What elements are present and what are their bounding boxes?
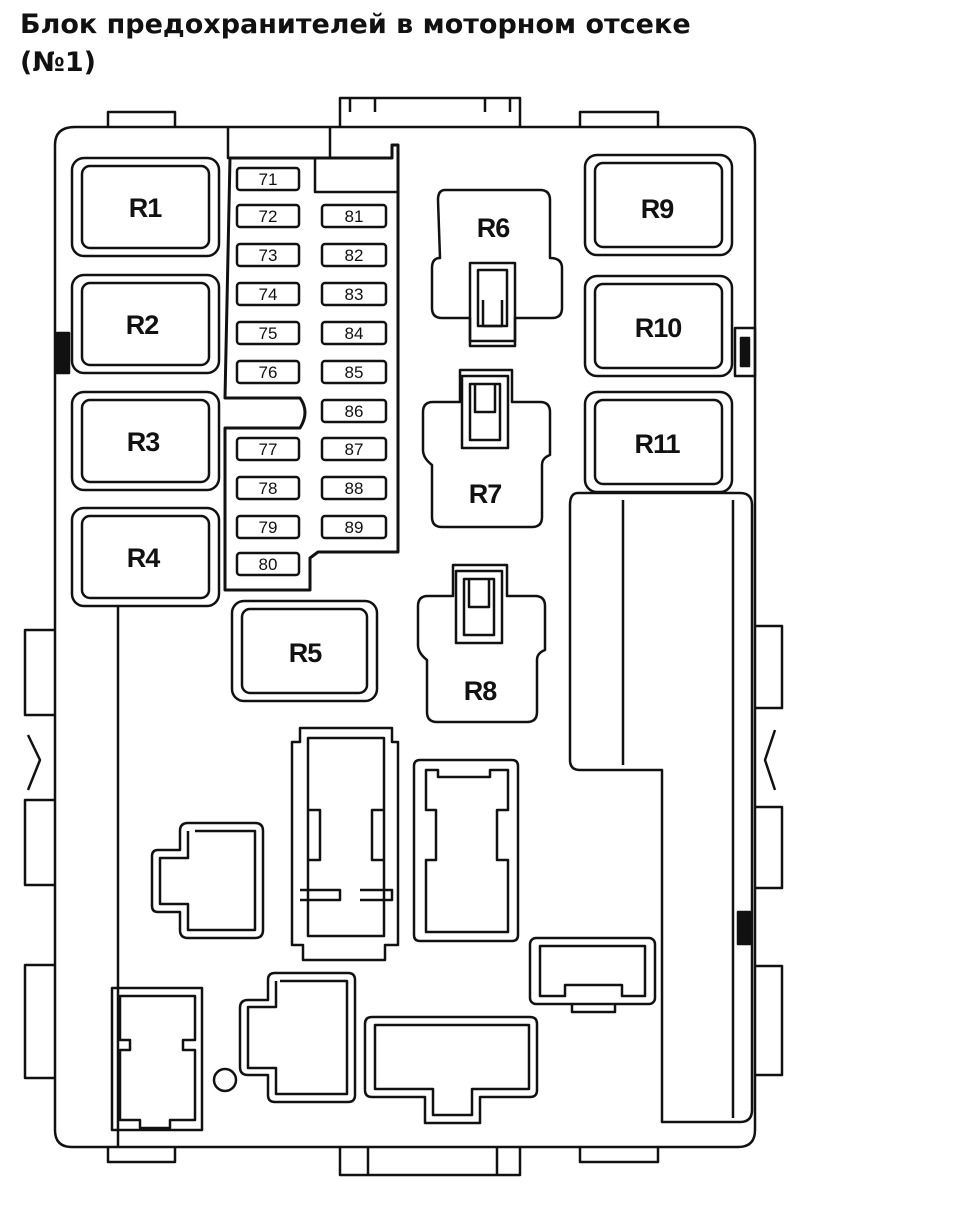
fuse-label-79: 79	[259, 518, 278, 537]
connector-bottom-mid	[238, 971, 357, 1104]
fuse-label-75: 75	[259, 324, 278, 343]
relay-label-r10: R10	[635, 313, 682, 343]
relay-label-r1: R1	[129, 193, 162, 223]
fuse-box-housing	[23, 96, 784, 1177]
relay-r8	[416, 563, 547, 724]
fuse-label-76: 76	[259, 363, 278, 382]
fuse-slots-left-upper	[235, 166, 301, 385]
fuse-label-84: 84	[345, 324, 364, 343]
fuse-label-83: 83	[345, 285, 364, 304]
relay-label-r4: R4	[127, 543, 160, 573]
fuse-slots-left-lower	[235, 436, 301, 577]
fuse-label-89: 89	[345, 518, 364, 537]
relay-label-r5: R5	[289, 638, 322, 668]
fuse-label-80: 80	[259, 555, 278, 574]
connector-center-tall	[290, 726, 400, 962]
relay-r11	[583, 390, 734, 494]
relay-label-r8: R8	[464, 676, 497, 706]
fuse-slots-right	[320, 203, 388, 540]
relay-r3	[70, 390, 221, 492]
connector-bottom-left	[110, 986, 204, 1132]
fuse-label-87: 87	[345, 440, 364, 459]
diagram-title: Блок предохранителей в моторном отсеке (…	[20, 6, 720, 82]
relay-labels: R1 R2 R3 R4 R5 R6 R7 R8 R9 R10 R11	[126, 193, 683, 706]
fuse-label-72: 72	[259, 207, 278, 226]
relay-r4	[70, 506, 221, 608]
connector-left-mid	[150, 821, 265, 940]
relay-r9	[583, 153, 734, 257]
fuse-label-73: 73	[259, 246, 278, 265]
fuse-label-74: 74	[259, 285, 278, 304]
fuse-label-82: 82	[345, 246, 364, 265]
relay-label-r7: R7	[469, 479, 502, 509]
title-line-2: (№1)	[20, 47, 96, 78]
fuse-label-86: 86	[345, 402, 364, 421]
title-line-1: Блок предохранителей в моторном отсеке	[20, 9, 691, 40]
relay-label-r2: R2	[126, 310, 159, 340]
relay-label-r11: R11	[634, 429, 680, 459]
connector-right-small	[528, 936, 657, 1014]
relay-r2	[70, 273, 221, 375]
relay-r1	[70, 156, 221, 258]
relay-r10	[583, 274, 734, 378]
fuse-labels: 71 72 73 74 75 76 77 78 79 80 81 82 83 8…	[259, 170, 364, 574]
fuse-label-81: 81	[345, 207, 364, 226]
relay-r6	[430, 188, 564, 348]
fuse-label-77: 77	[259, 440, 278, 459]
connector-bottom-right	[363, 1015, 539, 1125]
relay-label-r3: R3	[127, 427, 160, 457]
connector-center-right	[412, 758, 520, 943]
relay-r5	[230, 599, 379, 703]
fuse-label-71: 71	[259, 170, 278, 189]
relay-label-r9: R9	[641, 194, 674, 224]
fuse-label-88: 88	[345, 479, 364, 498]
fuse-label-78: 78	[259, 479, 278, 498]
relay-label-r6: R6	[477, 213, 510, 243]
fuse-label-85: 85	[345, 363, 364, 382]
fuse-block	[223, 143, 400, 592]
relay-r7	[421, 368, 552, 529]
